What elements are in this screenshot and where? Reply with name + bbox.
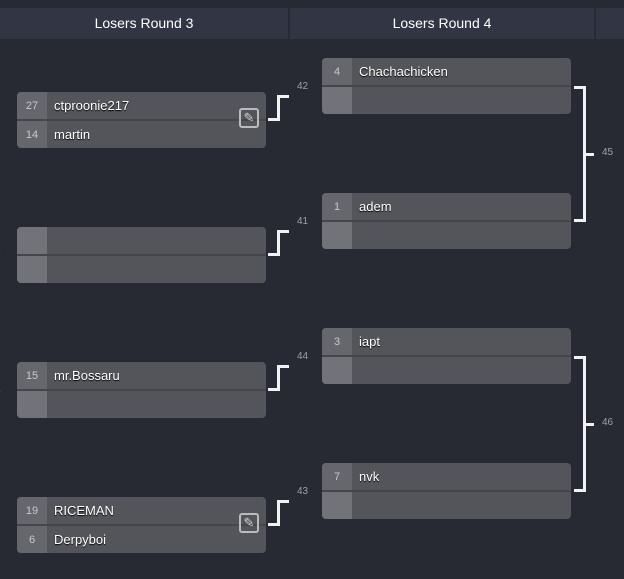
match-player-2[interactable]: 14 martin: [17, 121, 266, 148]
player-seed: [17, 256, 47, 283]
bracket-connector: [277, 230, 289, 233]
bracket-connector: [268, 118, 279, 121]
edit-match-icon[interactable]: ✎: [239, 108, 259, 128]
player-seed: [322, 492, 352, 519]
player-seed: [17, 391, 47, 418]
match-divider: [322, 490, 571, 492]
match-player-2[interactable]: 6 Derpyboi: [17, 526, 266, 553]
player-seed: [322, 222, 352, 249]
match-player-1[interactable]: 19 RICEMAN: [17, 497, 266, 524]
bracket-connector: [574, 489, 585, 492]
bracket-connector: [277, 500, 289, 503]
match-card[interactable]: 7 nvk: [322, 463, 571, 519]
prev-match-number: 4: [0, 385, 1, 396]
match-divider: [17, 119, 266, 121]
player-name: martin: [54, 127, 91, 142]
bracket-connector: [583, 153, 594, 156]
match-number: 41: [297, 216, 309, 227]
player-seed: 14: [17, 121, 47, 148]
bracket-connector: [277, 500, 280, 526]
player-seed: 6: [17, 526, 47, 553]
match-player-2[interactable]: [17, 256, 266, 283]
match-card[interactable]: 4 Chachachicken: [322, 58, 571, 114]
match-divider: [322, 85, 571, 87]
match-divider: [17, 254, 266, 256]
match-card[interactable]: 19 RICEMAN 6 Derpyboi ✎: [17, 497, 266, 553]
match-card[interactable]: 1 adem: [322, 193, 571, 249]
player-name: ctproonie217: [54, 98, 130, 113]
bracket-connector: [277, 95, 289, 98]
bracket-connector: [574, 86, 585, 89]
match-player-1[interactable]: 4 Chachachicken: [322, 58, 571, 85]
player-seed: 15: [17, 362, 47, 389]
prev-match-number: 5: [0, 250, 1, 261]
player-seed: 3: [322, 328, 352, 355]
player-seed: 4: [322, 58, 352, 85]
match-player-2[interactable]: [322, 87, 571, 114]
match-player-1[interactable]: 1 adem: [322, 193, 571, 220]
next-match-number: 46: [602, 417, 614, 428]
match-player-1[interactable]: 7 nvk: [322, 463, 571, 490]
edit-match-icon[interactable]: ✎: [239, 513, 259, 533]
bracket-connector: [574, 219, 585, 222]
player-name: iapt: [359, 334, 380, 349]
match-number: 44: [297, 351, 309, 362]
player-seed: [322, 357, 352, 384]
player-seed: 1: [322, 193, 352, 220]
match-divider: [17, 389, 266, 391]
round-header-losers-3: Losers Round 3: [0, 8, 288, 39]
match-card[interactable]: 27 ctproonie217 14 martin ✎: [17, 92, 266, 148]
player-name: nvk: [359, 469, 380, 484]
bracket-connector: [583, 423, 594, 426]
prev-match-number: 3: [0, 520, 1, 531]
match-card[interactable]: 3 iapt: [322, 328, 571, 384]
player-name: RICEMAN: [54, 503, 114, 518]
match-player-2[interactable]: [322, 357, 571, 384]
match-player-2[interactable]: [17, 391, 266, 418]
bracket-connector: [277, 95, 280, 121]
bracket-connector: [268, 523, 279, 526]
bracket-connector: [277, 230, 280, 256]
match-card[interactable]: 15 mr.Bossaru: [17, 362, 266, 418]
match-player-1[interactable]: [17, 227, 266, 254]
bracket-connector: [268, 388, 279, 391]
bracket-connector: [277, 365, 289, 368]
bracket-connector: [268, 253, 279, 256]
next-match-number: 45: [602, 147, 614, 158]
match-divider: [322, 220, 571, 222]
match-player-2[interactable]: [322, 492, 571, 519]
player-name: Derpyboi: [54, 532, 107, 547]
player-seed: [322, 87, 352, 114]
player-name: mr.Bossaru: [54, 368, 120, 383]
player-seed: 7: [322, 463, 352, 490]
match-player-1[interactable]: 27 ctproonie217: [17, 92, 266, 119]
match-divider: [322, 355, 571, 357]
bracket-connector: [277, 365, 280, 391]
player-seed: 19: [17, 497, 47, 524]
round-header-next: [596, 8, 624, 39]
round-header-losers-4: Losers Round 4: [290, 8, 594, 39]
match-player-1[interactable]: 3 iapt: [322, 328, 571, 355]
bracket-connector: [574, 356, 585, 359]
match-number: 42: [297, 81, 309, 92]
player-name: Chachachicken: [359, 64, 448, 79]
player-seed: 27: [17, 92, 47, 119]
match-number: 43: [297, 486, 309, 497]
match-card[interactable]: [17, 227, 266, 283]
player-name: adem: [359, 199, 392, 214]
player-seed: [17, 227, 47, 254]
prev-match-number: 6: [0, 115, 1, 126]
match-divider: [17, 524, 266, 526]
match-player-2[interactable]: [322, 222, 571, 249]
match-player-1[interactable]: 15 mr.Bossaru: [17, 362, 266, 389]
